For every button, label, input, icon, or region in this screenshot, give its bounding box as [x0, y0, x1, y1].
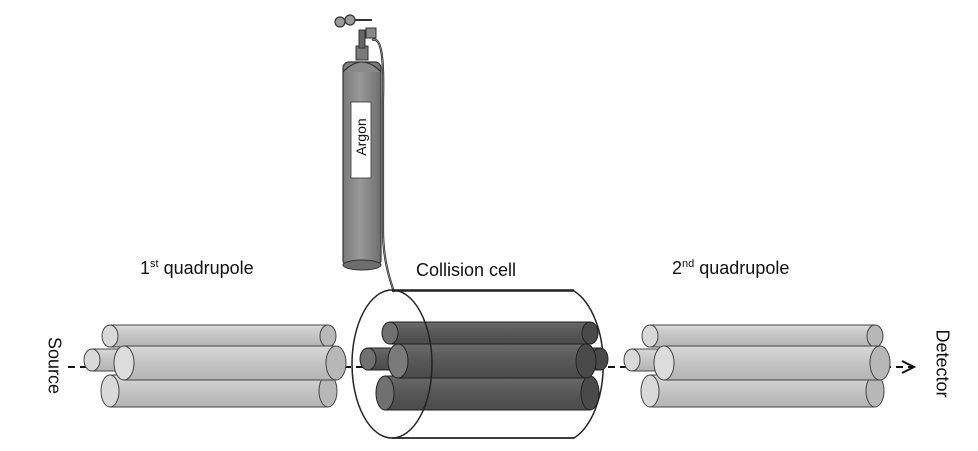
argon-label: Argon [353, 118, 369, 156]
regulator-knob-mid [344, 14, 356, 26]
first-quadrupole-label: 1st quadrupole [140, 258, 254, 279]
detector-arrow [901, 360, 917, 374]
second-quadrupole [623, 324, 891, 408]
first-quadrupole [83, 324, 347, 408]
argon-cylinder [334, 14, 396, 293]
detector-label: Detector [932, 329, 953, 398]
label-number: 2 [672, 258, 683, 278]
second-quadrupole-label: 2nd quadrupole [672, 258, 789, 279]
source-label: Source [44, 336, 65, 395]
label-number: 1 [140, 258, 151, 278]
label-ordinal: st [150, 258, 159, 270]
regulator-knob-left [334, 16, 346, 28]
label-ordinal: nd [682, 258, 695, 270]
label-text: quadrupole [694, 258, 790, 278]
collision-cell [351, 289, 609, 439]
collision-cell-label: Collision cell [416, 260, 517, 280]
label-text: quadrupole [158, 258, 254, 278]
